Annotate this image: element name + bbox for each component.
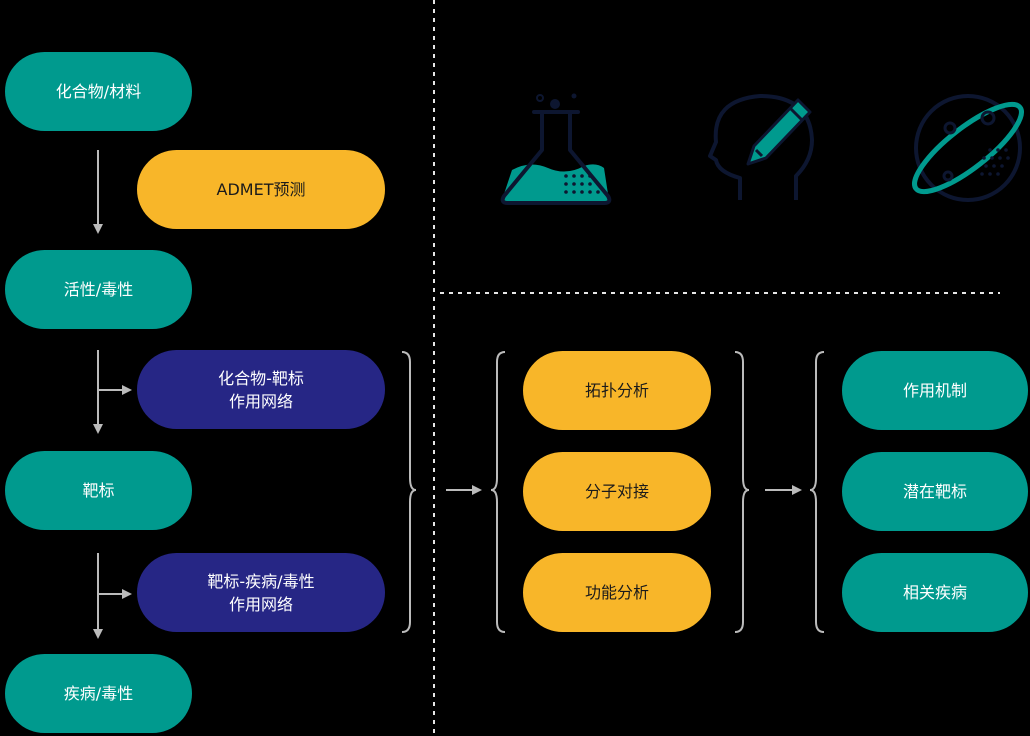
bracket-close-left	[401, 351, 417, 633]
head-pencil-icon	[708, 94, 814, 200]
outcome-mechanism: 作用机制	[842, 351, 1028, 430]
method-molecular-docking: 分子对接	[523, 452, 711, 531]
flask-icon	[500, 93, 612, 205]
method-topology-analysis: 拓扑分析	[523, 351, 711, 430]
node-compound-target-network: 化合物-靶标 作用网络	[137, 350, 385, 429]
bracket-open-outcomes	[809, 351, 825, 633]
outcome-related-diseases: 相关疾病	[842, 553, 1028, 632]
bracket-close-methods	[734, 351, 750, 633]
outcome-potential-targets: 潜在靶标	[842, 452, 1028, 531]
node-compound: 化合物/材料	[5, 52, 192, 131]
node-compound-target-network-line1: 化合物-靶标	[218, 368, 304, 388]
node-admet: ADMET预测	[137, 150, 385, 229]
node-activity: 活性/毒性	[5, 250, 192, 329]
node-target: 靶标	[5, 451, 192, 530]
node-disease: 疾病/毒性	[5, 654, 192, 733]
method-functional-analysis: 功能分析	[523, 553, 711, 632]
bracket-open-methods	[490, 351, 506, 633]
planet-icon	[912, 94, 1024, 202]
node-target-disease-network-line1: 靶标-疾病/毒性	[207, 571, 315, 591]
node-target-disease-network-line2: 作用网络	[228, 594, 293, 614]
node-target-disease-network: 靶标-疾病/毒性 作用网络	[137, 553, 385, 632]
node-compound-target-network-line2: 作用网络	[228, 391, 293, 411]
